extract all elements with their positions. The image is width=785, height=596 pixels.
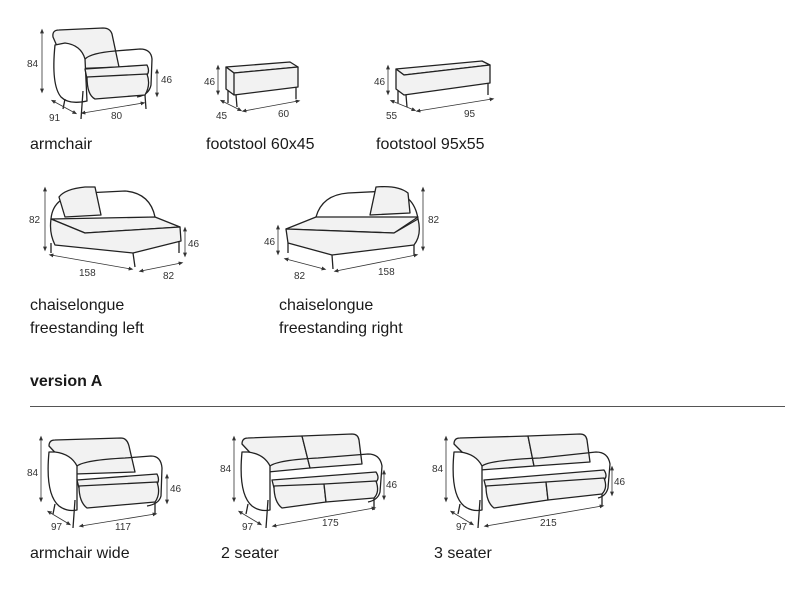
armchair-wide-drawing: 84 46 97 117	[25, 432, 185, 537]
chaiselongue-left-label: chaiselongue freestanding left	[30, 294, 144, 340]
depth-dimension: 97	[51, 522, 63, 532]
armchair-wide-label: armchair wide	[30, 545, 130, 562]
length-dimension: 158	[378, 267, 395, 278]
width-dimension: 60	[278, 109, 290, 120]
width-dimension: 175	[322, 518, 339, 529]
chaiselongue-right-drawing: 46 82 82 158	[258, 183, 448, 288]
depth-dimension: 97	[456, 522, 468, 532]
depth-dimension: 82	[294, 271, 306, 282]
armchair-label: armchair	[30, 136, 93, 153]
seat-height-dimension: 46	[614, 477, 626, 488]
height-dimension: 84	[220, 464, 232, 475]
seat-height-dimension: 46	[188, 239, 200, 250]
footstool-60x45-label: footstool 60x45	[206, 136, 315, 153]
two-seater-drawing: 84 46 97 175	[218, 432, 408, 537]
length-dimension: 158	[79, 268, 96, 279]
three-seater-label: 3 seater	[434, 545, 492, 562]
footstool-95x55-label: footstool 95x55	[376, 136, 485, 153]
width-dimension: 215	[540, 518, 557, 529]
chaiselongue-right-label: chaiselongue freestanding right	[279, 294, 403, 340]
width-dimension: 117	[115, 522, 131, 532]
chaiselongue-left-drawing: 82 46 158 82	[25, 183, 215, 288]
depth-dimension: 55	[386, 111, 398, 122]
height-dimension: 84	[432, 464, 444, 475]
height-dimension: 82	[29, 215, 41, 226]
footstool-95x55-drawing: 46 55 95	[370, 55, 500, 130]
label-line-2: freestanding right	[279, 320, 403, 337]
divider	[30, 406, 785, 407]
label-line-1: chaiselongue	[279, 297, 374, 314]
depth-dimension: 91	[49, 113, 61, 124]
three-seater-drawing: 84 46 97 215	[430, 432, 640, 537]
seat-height-dimension: 46	[386, 480, 398, 491]
two-seater-label: 2 seater	[221, 545, 279, 562]
depth-dimension: 82	[163, 271, 175, 282]
height-dimension: 84	[27, 59, 39, 70]
label-line-1: chaiselongue	[30, 297, 125, 314]
height-dimension: 46	[204, 77, 216, 88]
depth-dimension: 97	[242, 522, 254, 532]
height-dimension: 46	[374, 77, 386, 88]
label-line-2: freestanding left	[30, 320, 144, 337]
footstool-60x45-drawing: 46 45 60	[200, 55, 310, 130]
height-dimension: 84	[27, 468, 39, 479]
depth-dimension: 45	[216, 111, 228, 122]
seat-height-dimension: 46	[170, 484, 182, 495]
width-dimension: 80	[111, 111, 123, 122]
seat-height-dimension: 46	[161, 75, 173, 86]
width-dimension: 95	[464, 109, 476, 120]
section-heading-version-a: version A	[30, 373, 103, 390]
seat-height-dimension: 46	[264, 237, 276, 248]
height-dimension: 82	[428, 215, 440, 226]
armchair-drawing: 84 46 91 80	[25, 25, 175, 130]
